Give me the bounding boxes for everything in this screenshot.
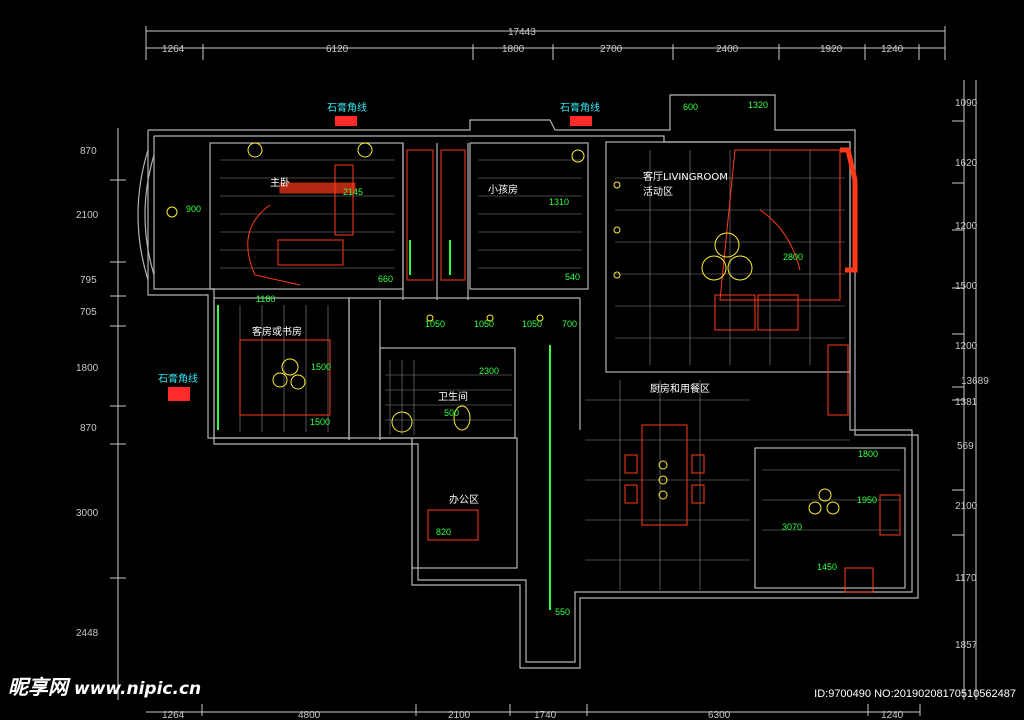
red-notes: [168, 116, 592, 401]
dim-label: 1950: [857, 495, 877, 505]
dim-right-total: 13689: [961, 376, 989, 387]
room-office: 办公区: [449, 493, 479, 506]
dim-right: 1857: [955, 640, 978, 651]
dim-label: 3070: [782, 522, 802, 532]
light-fixtures: [166, 142, 840, 515]
dim-label: 2300: [479, 366, 499, 376]
dim-label: 1180: [256, 294, 275, 304]
dim-label: 820: [436, 527, 451, 537]
dim-label: 1050: [522, 319, 542, 329]
dim-label: 1800: [858, 449, 878, 459]
dim-right: 2100: [955, 501, 978, 512]
dim-top: 1264: [162, 44, 185, 55]
dim-label: 2145: [343, 187, 363, 197]
dim-right: 1620: [955, 158, 978, 169]
room-kitchen-dining: 厨房和用餐区: [650, 382, 710, 395]
dim-top: 1920: [820, 44, 843, 55]
dim-right: 1200: [955, 341, 978, 352]
dim-top: 2400: [716, 44, 739, 55]
dim-right: 1090: [955, 98, 978, 109]
dim-left: 705: [80, 307, 97, 318]
dim-label: 700: [562, 319, 577, 329]
dim-right: 1170: [955, 573, 977, 584]
left-dimensions: [110, 128, 126, 700]
note-cornice: 石膏角线: [560, 101, 600, 114]
dim-top: 1800: [502, 44, 525, 55]
dim-bottom: 1240: [881, 710, 904, 720]
dim-label: 1320: [748, 100, 768, 110]
furniture: [239, 147, 901, 593]
watermark-site: www.nipic.cn: [74, 679, 202, 699]
dim-bottom: 6300: [708, 710, 731, 720]
dim-left: 795: [80, 275, 97, 286]
dim-left: 870: [80, 423, 97, 434]
dim-label: 500: [444, 408, 459, 418]
dim-bottom: 1740: [534, 710, 557, 720]
room-activity: 活动区: [643, 186, 673, 198]
dim-right: 569: [957, 441, 974, 452]
top-dimensions: [145, 26, 946, 60]
note-cornice: 石膏角线: [327, 101, 367, 114]
dim-right: 1500: [955, 281, 978, 292]
room-guest-study: 客房或书房: [252, 325, 302, 338]
dim-bottom: 1264: [162, 710, 185, 720]
dim-label: 540: [565, 272, 580, 282]
right-dimensions: [952, 80, 977, 700]
room-kids: 小孩房: [488, 183, 518, 196]
room-living: 客厅LIVINGROOM: [643, 170, 728, 183]
dim-bottom: 4800: [298, 710, 321, 720]
dim-right: 1381: [955, 397, 978, 408]
watermark-logo: 昵享网 www.nipic.cn: [8, 676, 201, 700]
dim-total-width: 17443: [508, 27, 536, 38]
dim-left: 2100: [76, 210, 99, 221]
dim-label: 1050: [474, 319, 494, 329]
dim-label: 1050: [425, 319, 445, 329]
strip-lights: [217, 240, 551, 610]
dim-label: 900: [186, 204, 201, 214]
dim-label: 1450: [817, 562, 837, 572]
dim-label: 1500: [311, 362, 331, 372]
dim-label: 2800: [783, 252, 803, 262]
dim-top: 6120: [326, 44, 349, 55]
dim-label: 1500: [310, 417, 330, 427]
dim-left: 1800: [76, 363, 99, 374]
dim-left: 3000: [76, 508, 99, 519]
bottom-dimensions: [146, 704, 921, 716]
dim-left: 870: [80, 146, 97, 157]
dim-label: 600: [683, 102, 698, 112]
note-cornice: 石膏角线: [158, 372, 198, 385]
dim-label: 1310: [549, 197, 569, 207]
room-master-bedroom: 主卧: [270, 176, 290, 189]
dim-top: 2700: [600, 44, 623, 55]
watermark-logo-text: 昵享网: [8, 675, 68, 699]
dim-label: 660: [378, 274, 393, 284]
watermark-id: ID:9700490 NO:20190208170510562487: [814, 688, 1016, 700]
dim-left: 2448: [76, 628, 99, 639]
dim-top: 1240: [881, 44, 904, 55]
room-bathroom: 卫生间: [438, 390, 468, 403]
dim-label: 550: [555, 607, 570, 617]
walls: [137, 94, 919, 669]
dim-right: 1200: [955, 221, 978, 232]
dim-bottom: 2100: [448, 710, 471, 720]
